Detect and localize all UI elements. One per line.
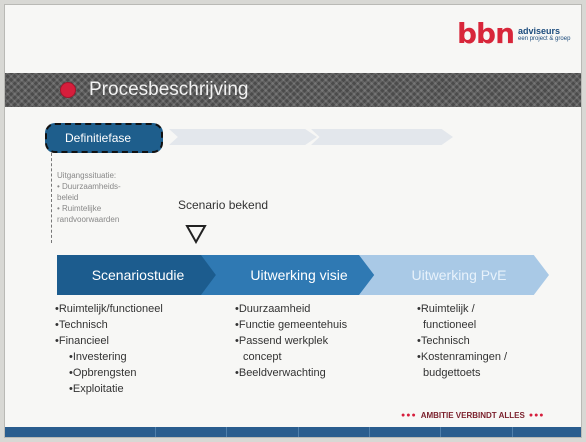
dots-icon: ●●● bbox=[401, 412, 417, 419]
step-label: Uitwerking PvE bbox=[411, 267, 507, 283]
tagline: ●●● AMBITIE VERBINDT ALLES ●●● bbox=[401, 411, 545, 420]
column-uitwerking-visie: •Duurzaamheid •Functie gemeentehuis •Pas… bbox=[235, 301, 347, 381]
column-scenariostudie: •Ruimtelijk/functioneel •Technisch •Fina… bbox=[55, 301, 163, 397]
title-bar: Procesbeschrijving bbox=[5, 73, 581, 107]
scenario-given-label: Scenario bekend bbox=[178, 198, 269, 212]
list-subitem: •Investering bbox=[69, 351, 127, 363]
step-scenariostudie: Scenariostudie bbox=[57, 255, 233, 295]
footer-segment bbox=[5, 427, 155, 437]
list-item: •Passend werkplek bbox=[235, 335, 329, 347]
list-item: budgettoets bbox=[423, 367, 481, 379]
column-uitwerking-pve: •Ruimtelijk / functioneel •Technisch •Ko… bbox=[417, 301, 507, 381]
list-item: •Technisch bbox=[417, 335, 470, 347]
footer-bar bbox=[5, 427, 581, 437]
logo-subtext: adviseurs een project & groep bbox=[518, 26, 570, 43]
red-dot-icon bbox=[61, 83, 75, 97]
step-label: Uitwerking visie bbox=[250, 267, 348, 283]
footer-segment bbox=[368, 427, 440, 437]
footer-segment bbox=[440, 427, 511, 437]
step-label: Scenariostudie bbox=[91, 267, 185, 283]
dashed-connector bbox=[51, 153, 53, 243]
phase-label: Definitiefase bbox=[65, 131, 132, 145]
logo-line2: een project & groep bbox=[518, 35, 571, 42]
footer-segment bbox=[226, 427, 297, 437]
list-item: •Beeldverwachting bbox=[235, 367, 326, 379]
phase-ghost-2 bbox=[311, 129, 453, 145]
dots-icon: ●●● bbox=[528, 412, 545, 419]
step-uitwerking-pve: Uitwerking PvE bbox=[359, 255, 549, 295]
phase-definitiefase: Definitiefase bbox=[45, 123, 163, 153]
list-item: functioneel bbox=[423, 319, 477, 331]
list-item: •Kostenramingen / bbox=[417, 351, 508, 363]
phase-ghost-1 bbox=[169, 129, 317, 145]
tagline-text: AMBITIE VERBINDT ALLES bbox=[420, 411, 525, 420]
starting-situation: Uitgangssituatie: • Duurzaamheids- belei… bbox=[57, 171, 121, 224]
list-subitem: •Opbrengsten bbox=[69, 367, 137, 379]
list-item: •Ruimtelijk/functioneel bbox=[55, 303, 163, 315]
page-title: Procesbeschrijving bbox=[89, 79, 249, 100]
bbn-logo: bbn adviseurs een project & groep bbox=[457, 19, 570, 49]
list-item: •Ruimtelijk / bbox=[417, 303, 475, 315]
list-item: •Duurzaamheid bbox=[235, 303, 311, 315]
list-subitem: •Exploitatie bbox=[69, 383, 124, 395]
step-uitwerking-visie: Uitwerking visie bbox=[201, 255, 387, 295]
slide: bbn adviseurs een project & groep Proces… bbox=[4, 4, 582, 438]
footer-segment bbox=[511, 427, 581, 437]
footer-segment bbox=[297, 427, 369, 437]
down-triangle-icon bbox=[185, 225, 207, 244]
list-item: •Technisch bbox=[55, 319, 108, 331]
logo-main: bbn bbox=[457, 17, 515, 50]
list-item: •Functie gemeentehuis bbox=[235, 319, 348, 331]
list-item: •Financieel bbox=[55, 335, 109, 347]
list-item: concept bbox=[243, 351, 282, 363]
footer-segment bbox=[155, 427, 226, 437]
logo-line1: adviseurs bbox=[518, 25, 561, 36]
